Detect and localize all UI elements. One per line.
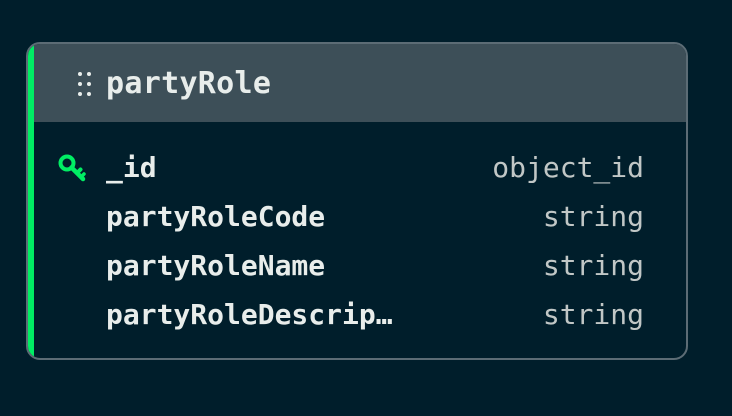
field-row[interactable]: _id object_id xyxy=(34,146,686,195)
collection-title: partyRole xyxy=(106,66,272,101)
field-list: _id object_id partyRoleCode string party… xyxy=(34,146,686,342)
field-type: string xyxy=(542,298,644,331)
field-row[interactable]: partyRoleName string xyxy=(34,244,686,293)
field-row[interactable]: partyRoleDescrip… string xyxy=(34,293,686,342)
field-type: string xyxy=(542,249,644,282)
collection-card[interactable]: partyRole _id object_id partyRoleCode st… xyxy=(26,42,688,360)
field-row[interactable]: partyRoleCode string xyxy=(34,195,686,244)
field-type: object_id xyxy=(492,151,644,184)
collection-header[interactable]: partyRole xyxy=(34,44,686,122)
key-icon xyxy=(58,154,86,182)
drag-handle-icon[interactable] xyxy=(78,72,94,96)
selection-accent-bar xyxy=(28,44,34,358)
field-name: partyRoleCode xyxy=(106,200,326,233)
field-type: string xyxy=(542,200,644,233)
field-name: partyRoleDescrip… xyxy=(106,298,393,331)
field-name: _id xyxy=(106,151,157,184)
field-name: partyRoleName xyxy=(106,249,326,282)
